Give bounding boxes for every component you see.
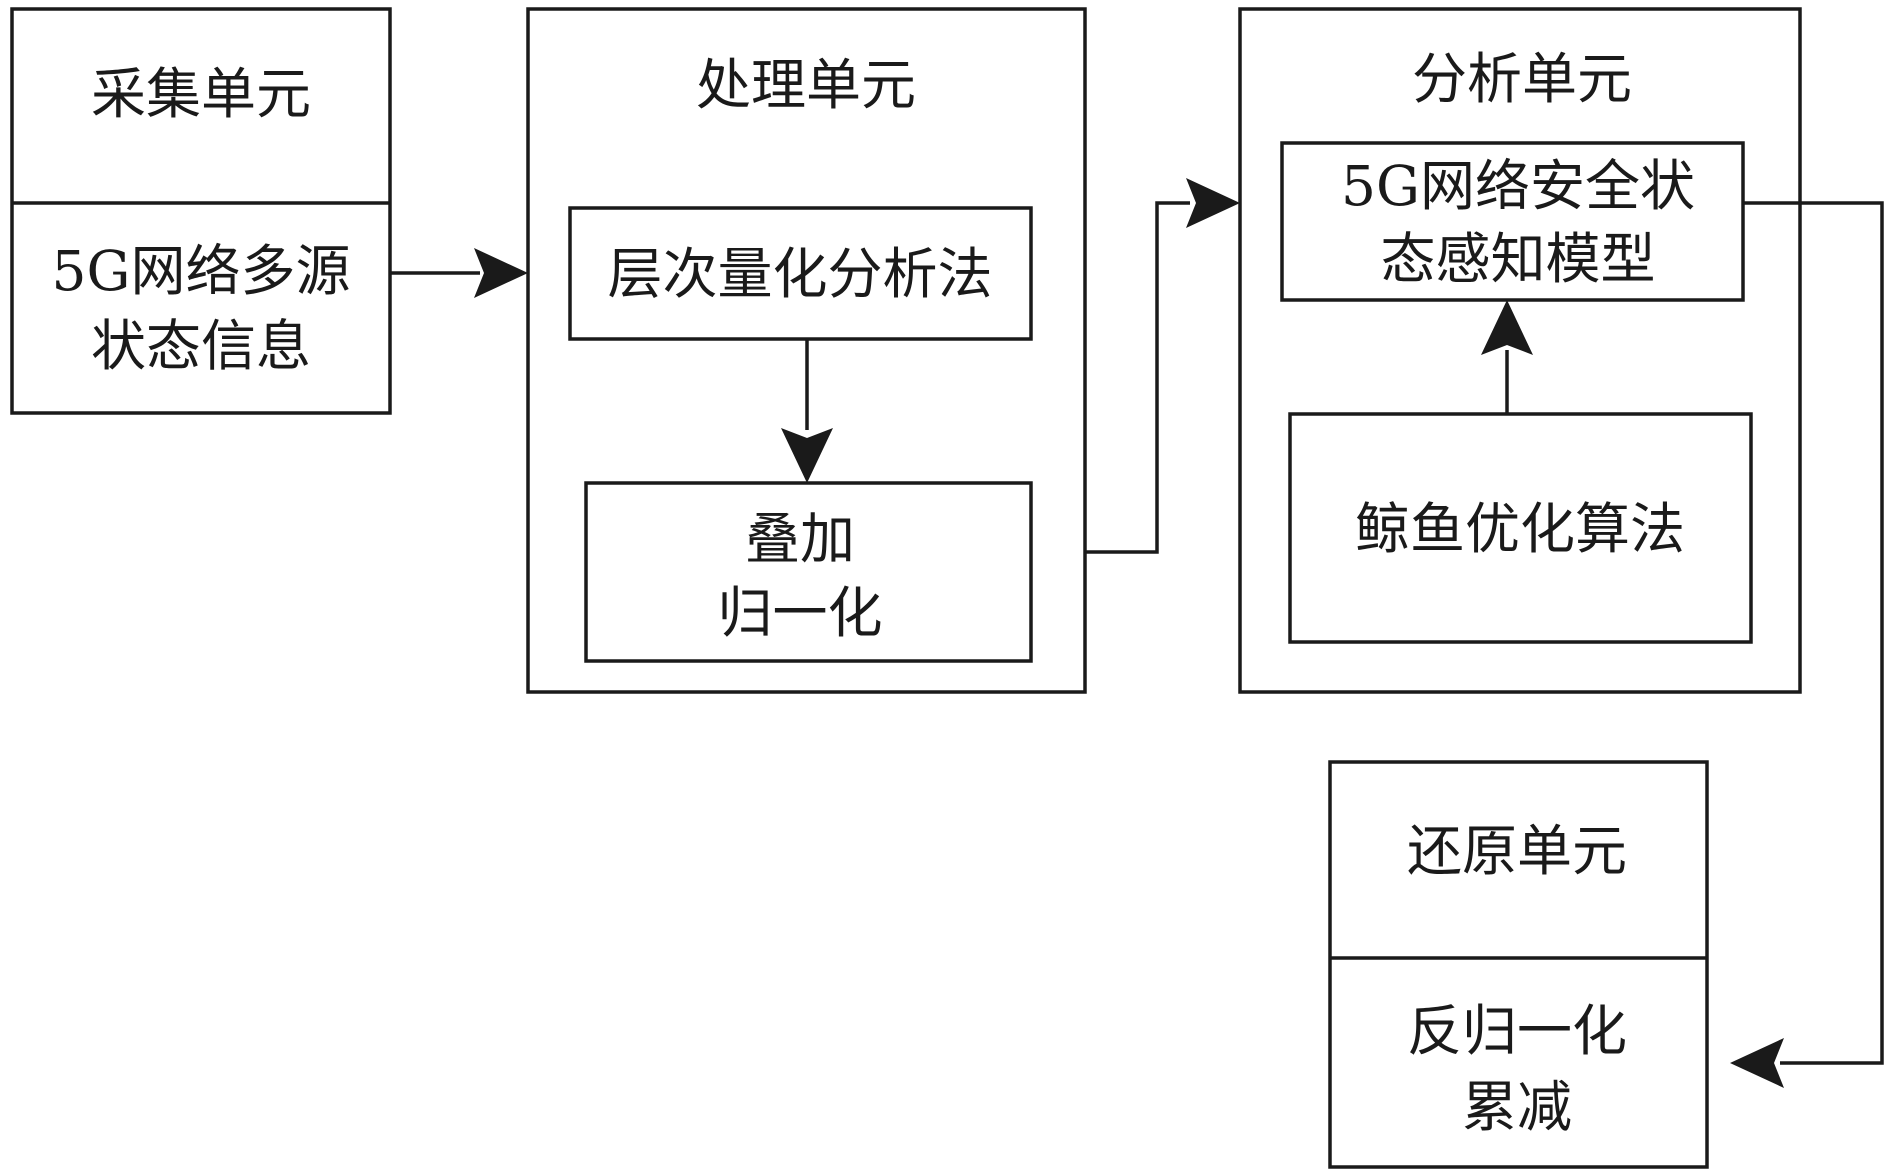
step-label-line-1: 叠加 <box>745 507 855 571</box>
collection-unit: 采集单元 5G网络多源 状态信息 <box>10 7 392 415</box>
collection-unit-box <box>10 7 392 415</box>
arrow-analysis-to-restoration <box>1730 201 1884 1088</box>
collection-unit-content-line-1: 5G网络多源 <box>52 239 351 303</box>
restoration-unit: 还原单元 反归一化 累减 <box>1328 760 1709 1169</box>
collection-unit-content-line-2: 状态信息 <box>91 314 311 378</box>
collection-unit-title: 采集单元 <box>91 62 311 126</box>
arrow-processing-to-analysis <box>1085 178 1240 554</box>
arrow-algorithm-to-model <box>1481 300 1533 414</box>
model-label-line-1: 5G网络安全状 <box>1341 154 1695 218</box>
algorithm-label: 鲸鱼优化算法 <box>1355 497 1685 561</box>
step-box <box>584 481 1033 663</box>
method-label: 层次量化分析法 <box>607 242 992 306</box>
method-box <box>568 206 1033 341</box>
processing-unit-title: 处理单元 <box>696 53 916 117</box>
arrow-method-to-step <box>781 339 833 483</box>
arrow-collection-to-processing <box>390 248 528 298</box>
model-box <box>1280 141 1745 302</box>
processing-unit: 处理单元 层次量化分析法 叠加 归一化 <box>526 7 1087 694</box>
algorithm-box <box>1288 412 1753 644</box>
step-label-line-2: 归一化 <box>717 581 882 645</box>
restoration-unit-content-line-1: 反归一化 <box>1407 999 1627 1063</box>
model-label-line-2: 态感知模型 <box>1380 227 1655 291</box>
analysis-unit: 分析单元 5G网络安全状 态感知模型 鲸鱼优化算法 <box>1238 7 1802 694</box>
restoration-unit-title: 还原单元 <box>1407 819 1627 883</box>
restoration-unit-content-line-2: 累减 <box>1462 1075 1572 1139</box>
analysis-unit-title: 分析单元 <box>1412 47 1632 111</box>
restoration-unit-box <box>1328 760 1709 1169</box>
